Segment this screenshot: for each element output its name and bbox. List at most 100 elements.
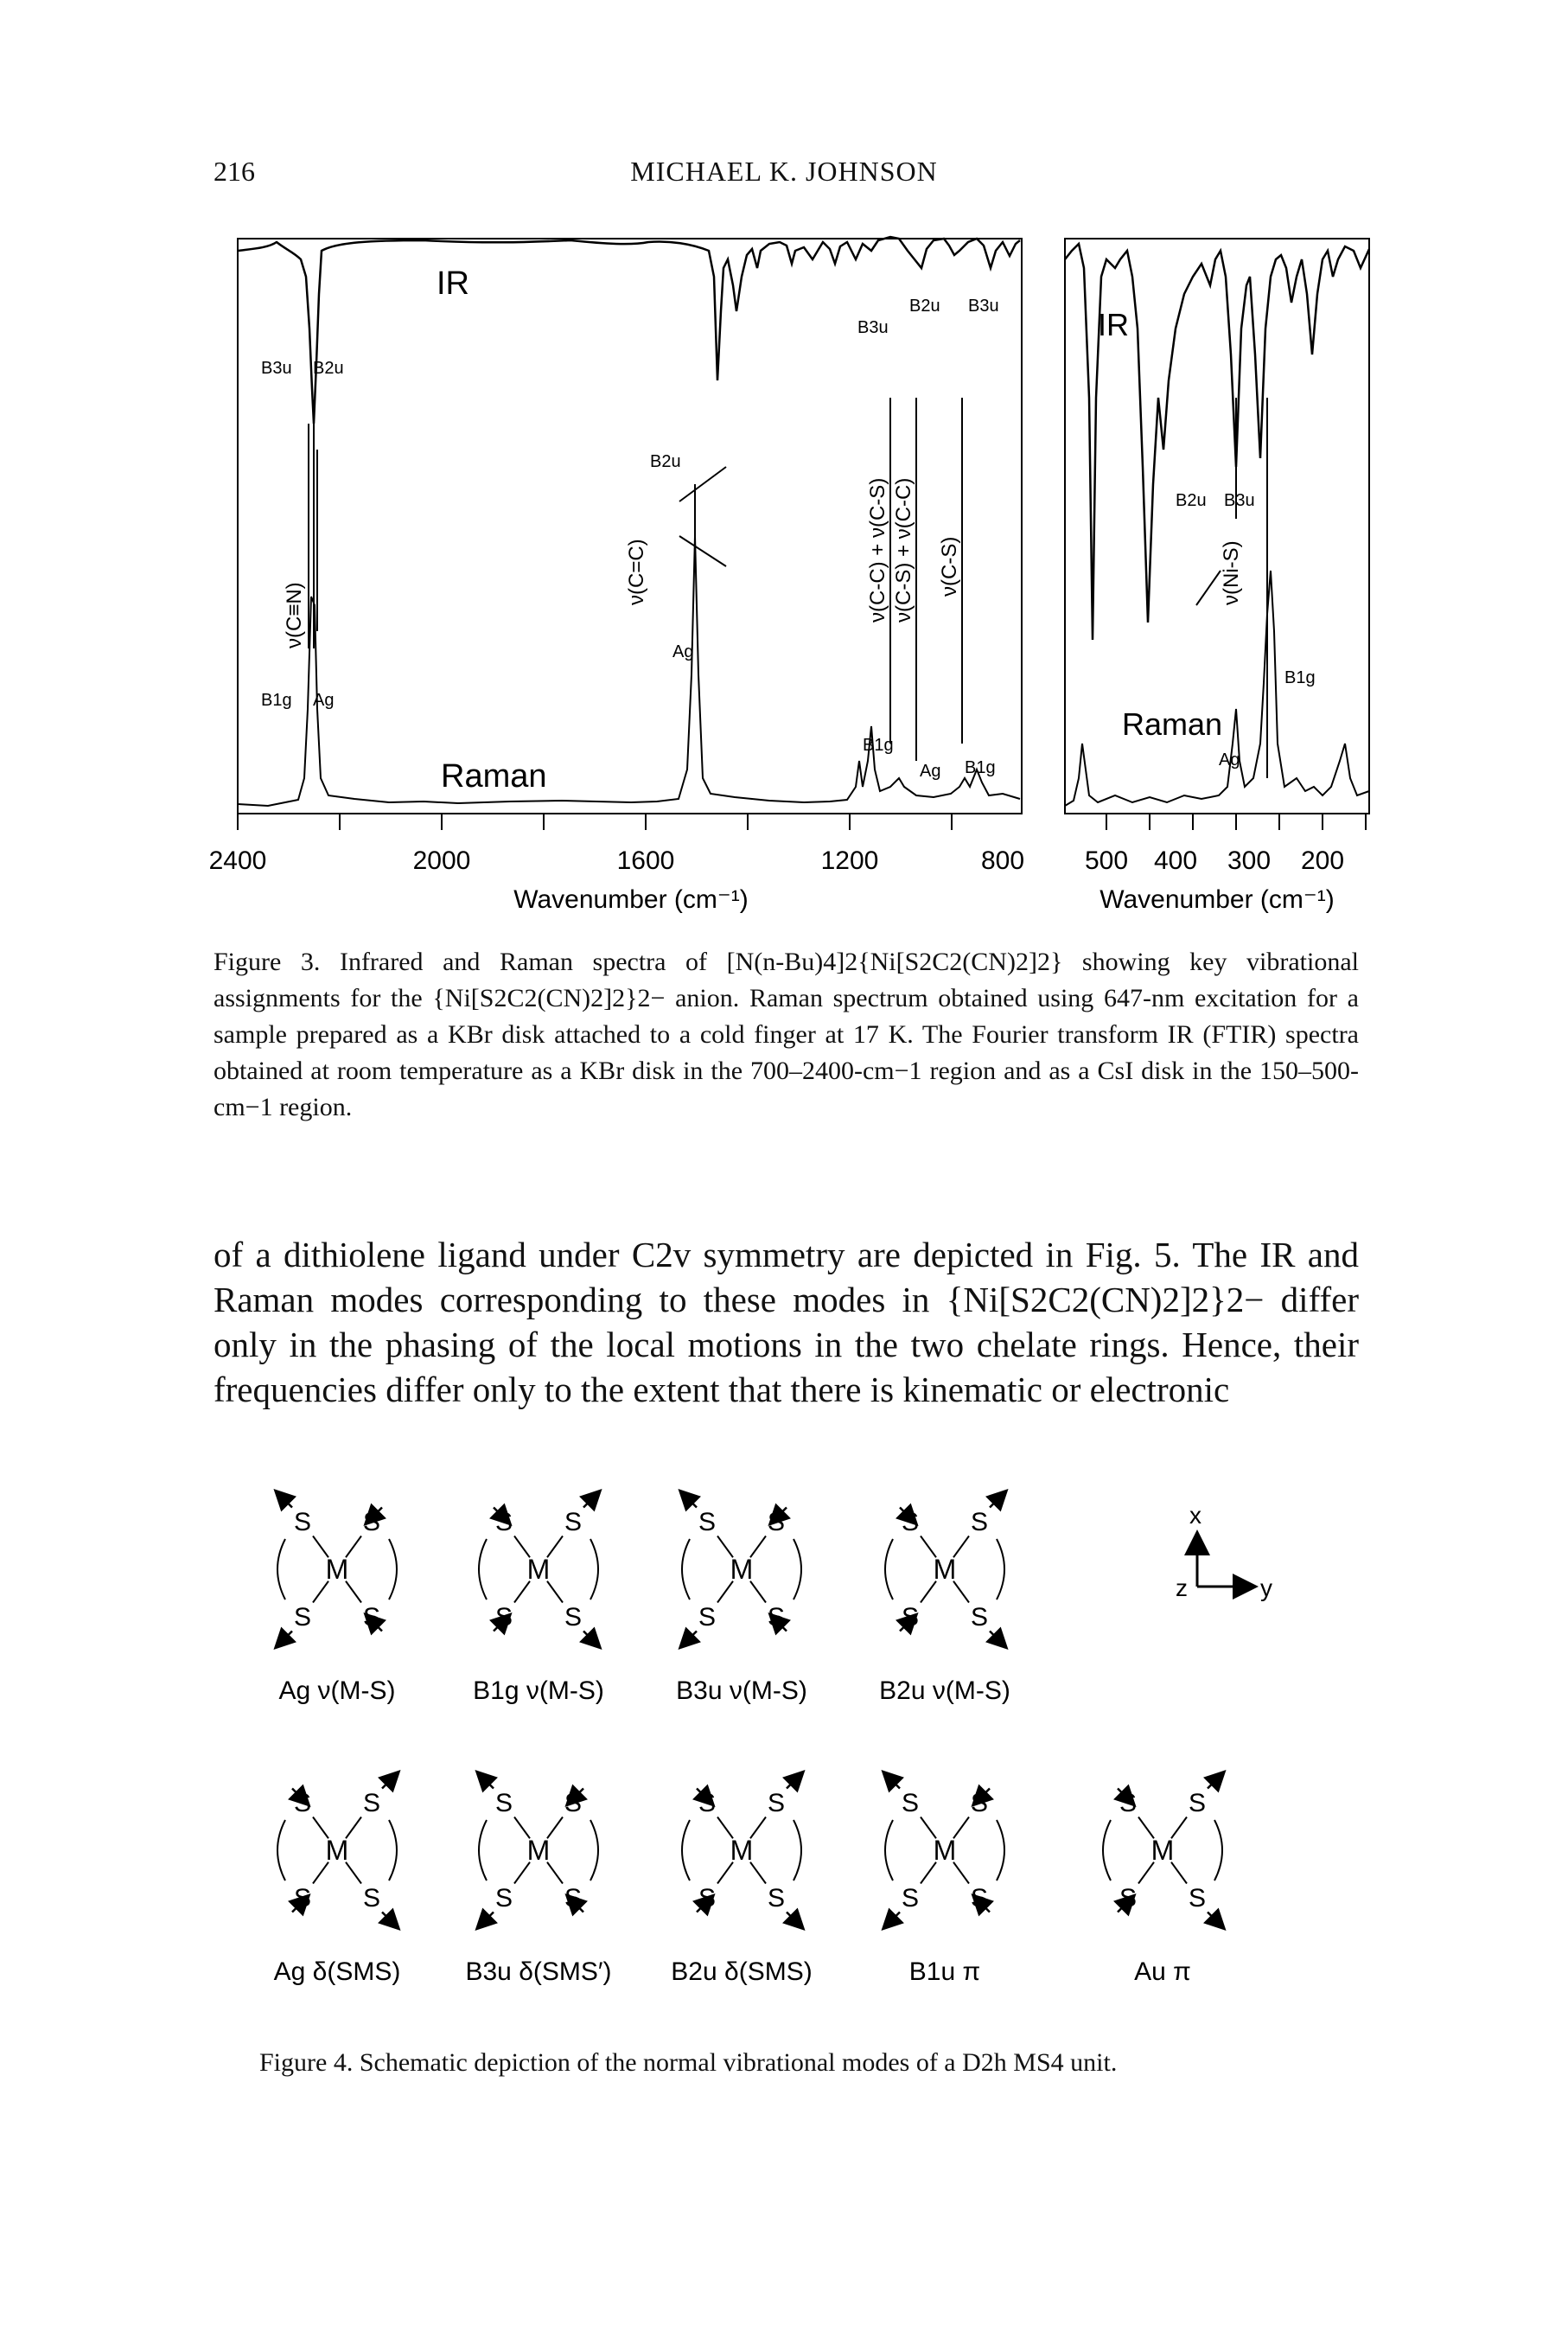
raman-label-right: Raman bbox=[1122, 706, 1222, 742]
displacement-arrow bbox=[971, 1784, 994, 1808]
chelate-ring-right bbox=[1214, 1819, 1223, 1881]
tick-800: 800 bbox=[981, 846, 1024, 875]
displacement-arrow bbox=[985, 1488, 1009, 1512]
m-s-bond bbox=[312, 1581, 329, 1604]
chelate-ring-left bbox=[277, 1538, 286, 1600]
label-b2u-nis: B2u bbox=[1176, 491, 1207, 510]
m-s-bond bbox=[953, 1535, 970, 1558]
sulfur-atom-label: S bbox=[971, 1508, 988, 1536]
metal-atom-label: M bbox=[730, 1554, 754, 1585]
displacement-arrow bbox=[273, 1626, 296, 1651]
m-s-bond bbox=[345, 1581, 362, 1604]
tick-400: 400 bbox=[1154, 846, 1197, 875]
sulfur-atom-label: S bbox=[698, 1508, 716, 1536]
label-b2u-mid: B2u bbox=[909, 297, 940, 316]
mode-label: B2u ν(M-S) bbox=[879, 1676, 1010, 1705]
sulfur-atom-label: S bbox=[363, 1789, 380, 1817]
metal-atom-label: M bbox=[1151, 1835, 1175, 1866]
figure-3-spectra: IR Raman B3u B2u ν(C≡N) B1g Ag B2u ν(C=C… bbox=[209, 235, 1371, 914]
chelate-ring-left bbox=[681, 1819, 691, 1881]
m-s-bond bbox=[546, 1816, 564, 1839]
label-ag-cc: Ag bbox=[672, 642, 693, 661]
m-s-bond bbox=[312, 1816, 329, 1839]
sulfur-atom-label: S bbox=[564, 1603, 582, 1632]
label-b3u-left: B3u bbox=[261, 359, 292, 378]
sulfur-atom-label: S bbox=[495, 1884, 513, 1913]
tick-1200: 1200 bbox=[821, 846, 879, 875]
displacement-arrow bbox=[971, 1893, 994, 1917]
chelate-ring-right bbox=[996, 1819, 1005, 1881]
displacement-arrow bbox=[579, 1488, 602, 1512]
sulfur-atom-label: S bbox=[495, 1789, 513, 1817]
running-head: 216 MICHAEL K. JOHNSON bbox=[0, 156, 1568, 190]
displacement-arrow bbox=[768, 1503, 791, 1527]
label-b1g-nis: B1g bbox=[1284, 668, 1316, 687]
chelate-ring-left bbox=[478, 1819, 488, 1881]
m-s-bond bbox=[920, 1861, 937, 1885]
displacement-arrow bbox=[489, 1503, 513, 1527]
metal-atom-label: M bbox=[326, 1835, 349, 1866]
assignment-lines-right bbox=[1195, 398, 1268, 778]
axis-z-label: z bbox=[1176, 1574, 1188, 1601]
m-s-bond bbox=[749, 1816, 767, 1839]
m-s-bond bbox=[1138, 1816, 1155, 1839]
axis-x-label: x bbox=[1189, 1502, 1201, 1529]
figure-4-caption: Figure 4. Schematic depiction of the nor… bbox=[259, 2048, 1118, 2077]
raman-spectrum-left bbox=[237, 535, 1021, 808]
metal-atom-label: M bbox=[527, 1554, 551, 1585]
displacement-arrow bbox=[363, 1612, 386, 1636]
mode-label: Au π bbox=[1134, 1957, 1191, 1986]
m-s-bond bbox=[312, 1861, 329, 1885]
m-s-bond bbox=[749, 1861, 767, 1885]
label-b1g-mid: B1g bbox=[863, 736, 894, 755]
m-s-bond bbox=[345, 1535, 362, 1558]
displacement-arrow bbox=[692, 1784, 716, 1808]
displacement-arrow bbox=[881, 1907, 904, 1932]
label-cn-stretch: ν(C≡N) bbox=[283, 582, 306, 648]
m-s-bond bbox=[717, 1816, 734, 1839]
sulfur-atom-label: S bbox=[698, 1603, 716, 1632]
axis-y-label: y bbox=[1260, 1574, 1272, 1601]
m-s-bond bbox=[546, 1861, 564, 1885]
label-b3u-right: B3u bbox=[968, 297, 999, 316]
displacement-arrow bbox=[288, 1784, 311, 1808]
displacement-arrow bbox=[273, 1488, 296, 1512]
m-s-bond bbox=[345, 1816, 362, 1839]
label-ag-nis: Ag bbox=[1219, 750, 1240, 769]
displacement-arrow bbox=[1113, 1784, 1137, 1808]
mode-label: B3u δ(SMS′) bbox=[465, 1957, 611, 1986]
m-s-bond bbox=[546, 1581, 564, 1604]
x-axis-left bbox=[237, 813, 1022, 830]
label-cs-stretch: ν(C-S) bbox=[938, 537, 961, 597]
displacement-arrow bbox=[896, 1503, 919, 1527]
chelate-ring-right bbox=[793, 1538, 802, 1600]
displacement-arrow bbox=[896, 1612, 919, 1636]
tick-200: 200 bbox=[1301, 846, 1344, 875]
m-s-bond bbox=[953, 1861, 970, 1885]
sulfur-atom-label: S bbox=[294, 1508, 311, 1536]
m-s-bond bbox=[312, 1535, 329, 1558]
chelate-ring-right bbox=[793, 1819, 802, 1881]
label-b2u-cc: B2u bbox=[650, 452, 681, 471]
chelate-ring-left bbox=[277, 1819, 286, 1881]
metal-atom-label: M bbox=[326, 1554, 349, 1585]
body-paragraph: of a dithiolene ligand under C2v symmetr… bbox=[214, 1235, 1359, 1409]
x-axis-title-right: Wavenumber (cm⁻¹) bbox=[1100, 885, 1334, 914]
sulfur-atom-label: S bbox=[902, 1884, 919, 1913]
displacement-arrow bbox=[489, 1612, 513, 1636]
label-cc-cs: ν(C-C) + ν(C-S) bbox=[866, 478, 889, 623]
tick-1600: 1600 bbox=[617, 846, 675, 875]
m-s-bond bbox=[546, 1535, 564, 1558]
chelate-ring-left bbox=[884, 1819, 894, 1881]
label-b3u-nis: B3u bbox=[1224, 491, 1255, 510]
raman-spectrum-right bbox=[1064, 570, 1370, 807]
sulfur-atom-label: S bbox=[902, 1789, 919, 1817]
